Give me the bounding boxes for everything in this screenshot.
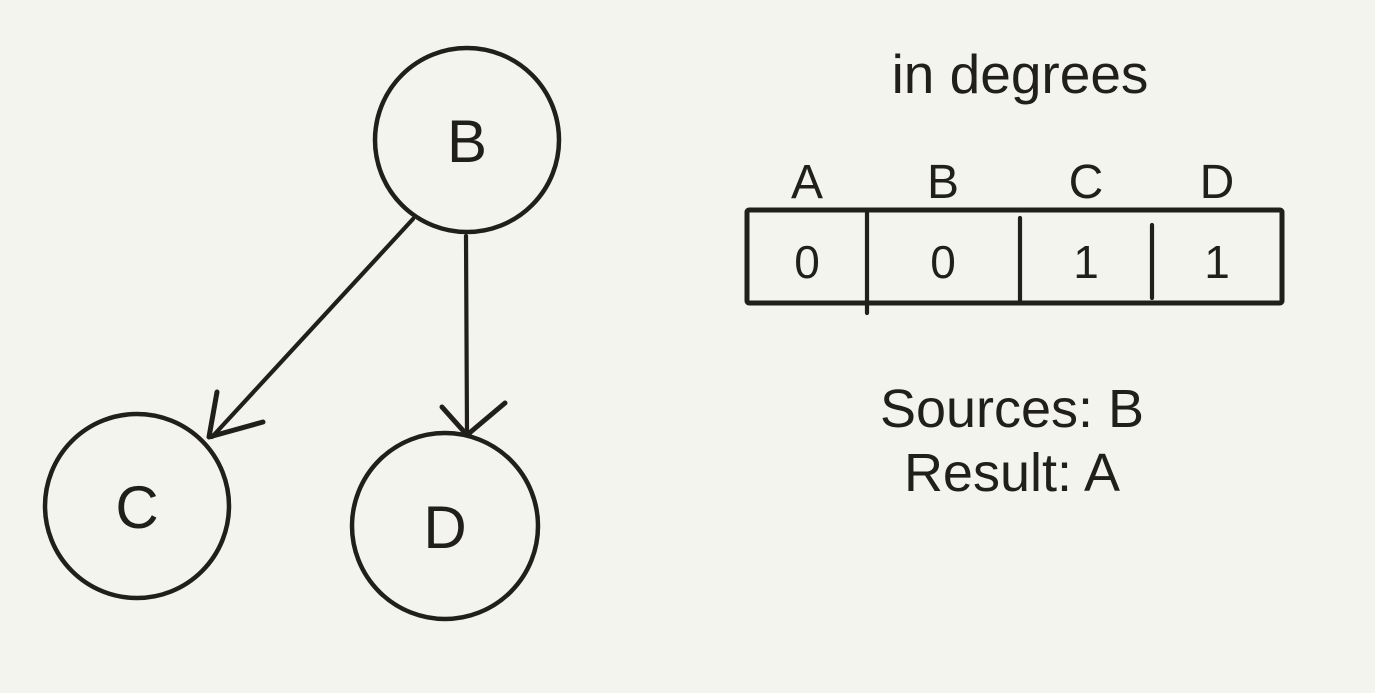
indegree-table-header-D: D (1200, 156, 1235, 209)
graph-node-label-B: B (447, 108, 487, 175)
in-degrees-title: in degrees (891, 43, 1149, 105)
graph-node-circle-C (42, 411, 232, 601)
indegree-table-header-B: B (927, 156, 959, 209)
graph-edge-line-B-C (209, 216, 416, 440)
graph-node-label-C: C (115, 474, 158, 541)
graph-node-circle-B (372, 45, 562, 235)
graph-edge-arrowhead-B-C (206, 389, 266, 440)
indegree-table-header-C: C (1069, 156, 1104, 209)
caption-block: Sources: B Result: A (880, 377, 1144, 505)
indegree-table-value-C: 1 (1073, 236, 1099, 288)
graph-edge-line-B-D (463, 233, 470, 437)
indegree-table-value-B: 0 (930, 236, 956, 288)
result-caption: Result: A (903, 443, 1121, 503)
graph-node-circle-D (349, 430, 541, 622)
graph-node-label-D: D (423, 494, 466, 561)
sources-caption: Sources: B (879, 379, 1145, 439)
indegree-table-value-D: 1 (1204, 236, 1230, 288)
indegree-table-header-A: A (791, 156, 823, 209)
graph-edge-arrowhead-B-D (439, 400, 508, 438)
indegree-table-value-A: 0 (794, 236, 820, 288)
indegree-table-box (744, 207, 1285, 306)
